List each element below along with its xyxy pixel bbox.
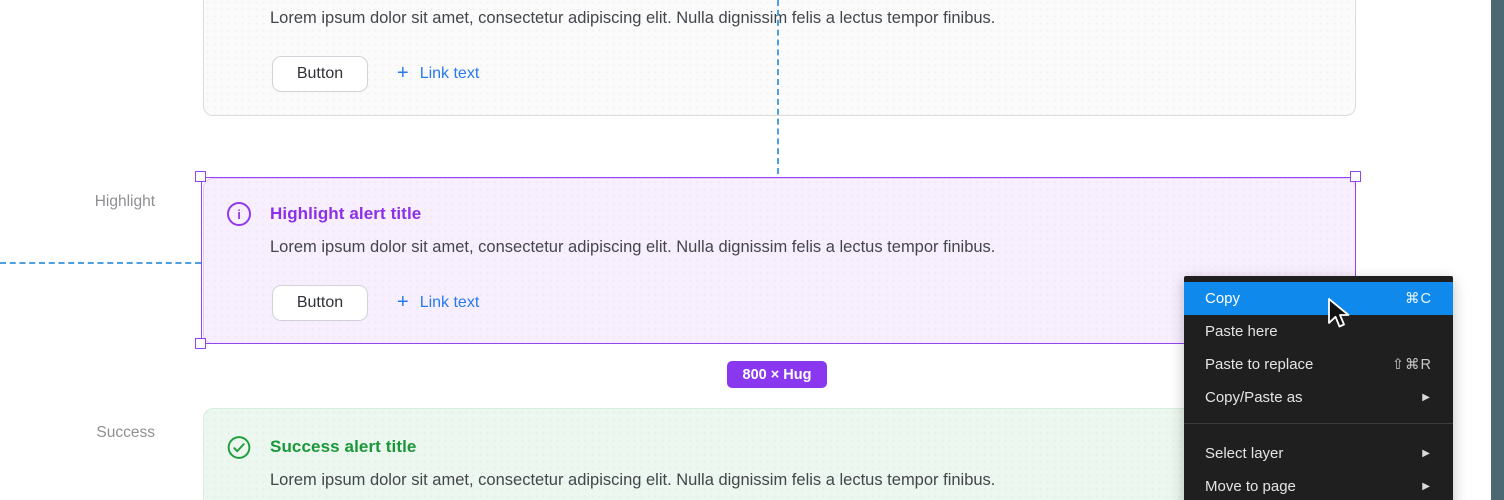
menu-item-move-to-page[interactable]: Move to page ▶ <box>1205 478 1430 495</box>
submenu-arrow-icon: ▶ <box>1422 448 1430 459</box>
alert-button[interactable]: Button <box>272 56 368 92</box>
right-edge-panel-strip <box>1491 0 1504 500</box>
alert-card-success[interactable]: Success alert title Lorem ipsum dolor si… <box>203 408 1356 500</box>
submenu-arrow-icon: ▶ <box>1422 392 1430 403</box>
menu-item-copy[interactable]: Copy ⌘C <box>1184 282 1453 315</box>
alert-link-label: Link text <box>419 294 480 311</box>
alert-card-default[interactable]: Lorem ipsum dolor sit amet, consectetur … <box>203 0 1356 116</box>
variant-label-highlight: Highlight <box>94 193 155 210</box>
alert-title: Success alert title <box>270 437 417 456</box>
selection-handle-bottom-left[interactable] <box>195 338 206 349</box>
menu-item-paste-to-replace[interactable]: Paste to replace ⇧⌘R <box>1205 356 1432 373</box>
menu-item-copy-paste-as[interactable]: Copy/Paste as ▶ <box>1205 389 1430 406</box>
horizontal-alignment-guide <box>0 262 201 264</box>
context-menu: Copy ⌘C Paste here Paste to replace ⇧⌘R … <box>1184 276 1453 500</box>
shortcut-label: ⌘C <box>1405 290 1432 307</box>
alert-body-text: Lorem ipsum dolor sit amet, consectetur … <box>270 471 996 489</box>
alert-link[interactable]: + Link text <box>397 291 480 313</box>
alert-title: Highlight alert title <box>270 204 422 223</box>
info-icon: i <box>227 202 251 226</box>
menu-divider <box>1184 423 1453 424</box>
plus-icon: + <box>397 62 409 84</box>
alert-body-text: Lorem ipsum dolor sit amet, consectetur … <box>270 238 996 256</box>
shortcut-label: ⇧⌘R <box>1391 356 1432 373</box>
vertical-alignment-guide <box>777 0 779 174</box>
selection-size-badge: 800 × Hug <box>727 361 827 388</box>
menu-item-paste-here[interactable]: Paste here <box>1205 323 1278 340</box>
alert-card-highlight[interactable]: i Highlight alert title Lorem ipsum dolo… <box>203 178 1356 344</box>
menu-item-select-layer[interactable]: Select layer ▶ <box>1205 445 1430 462</box>
selection-handle-top-left[interactable] <box>195 171 206 182</box>
alert-button[interactable]: Button <box>272 285 368 321</box>
check-circle-icon <box>227 435 251 459</box>
alert-link-label: Link text <box>419 65 480 82</box>
alert-body-text: Lorem ipsum dolor sit amet, consectetur … <box>270 9 996 27</box>
variant-label-success: Success <box>96 424 155 441</box>
alert-link[interactable]: + Link text <box>397 62 480 84</box>
selection-handle-top-right[interactable] <box>1350 171 1361 182</box>
submenu-arrow-icon: ▶ <box>1422 481 1430 492</box>
plus-icon: + <box>397 291 409 313</box>
